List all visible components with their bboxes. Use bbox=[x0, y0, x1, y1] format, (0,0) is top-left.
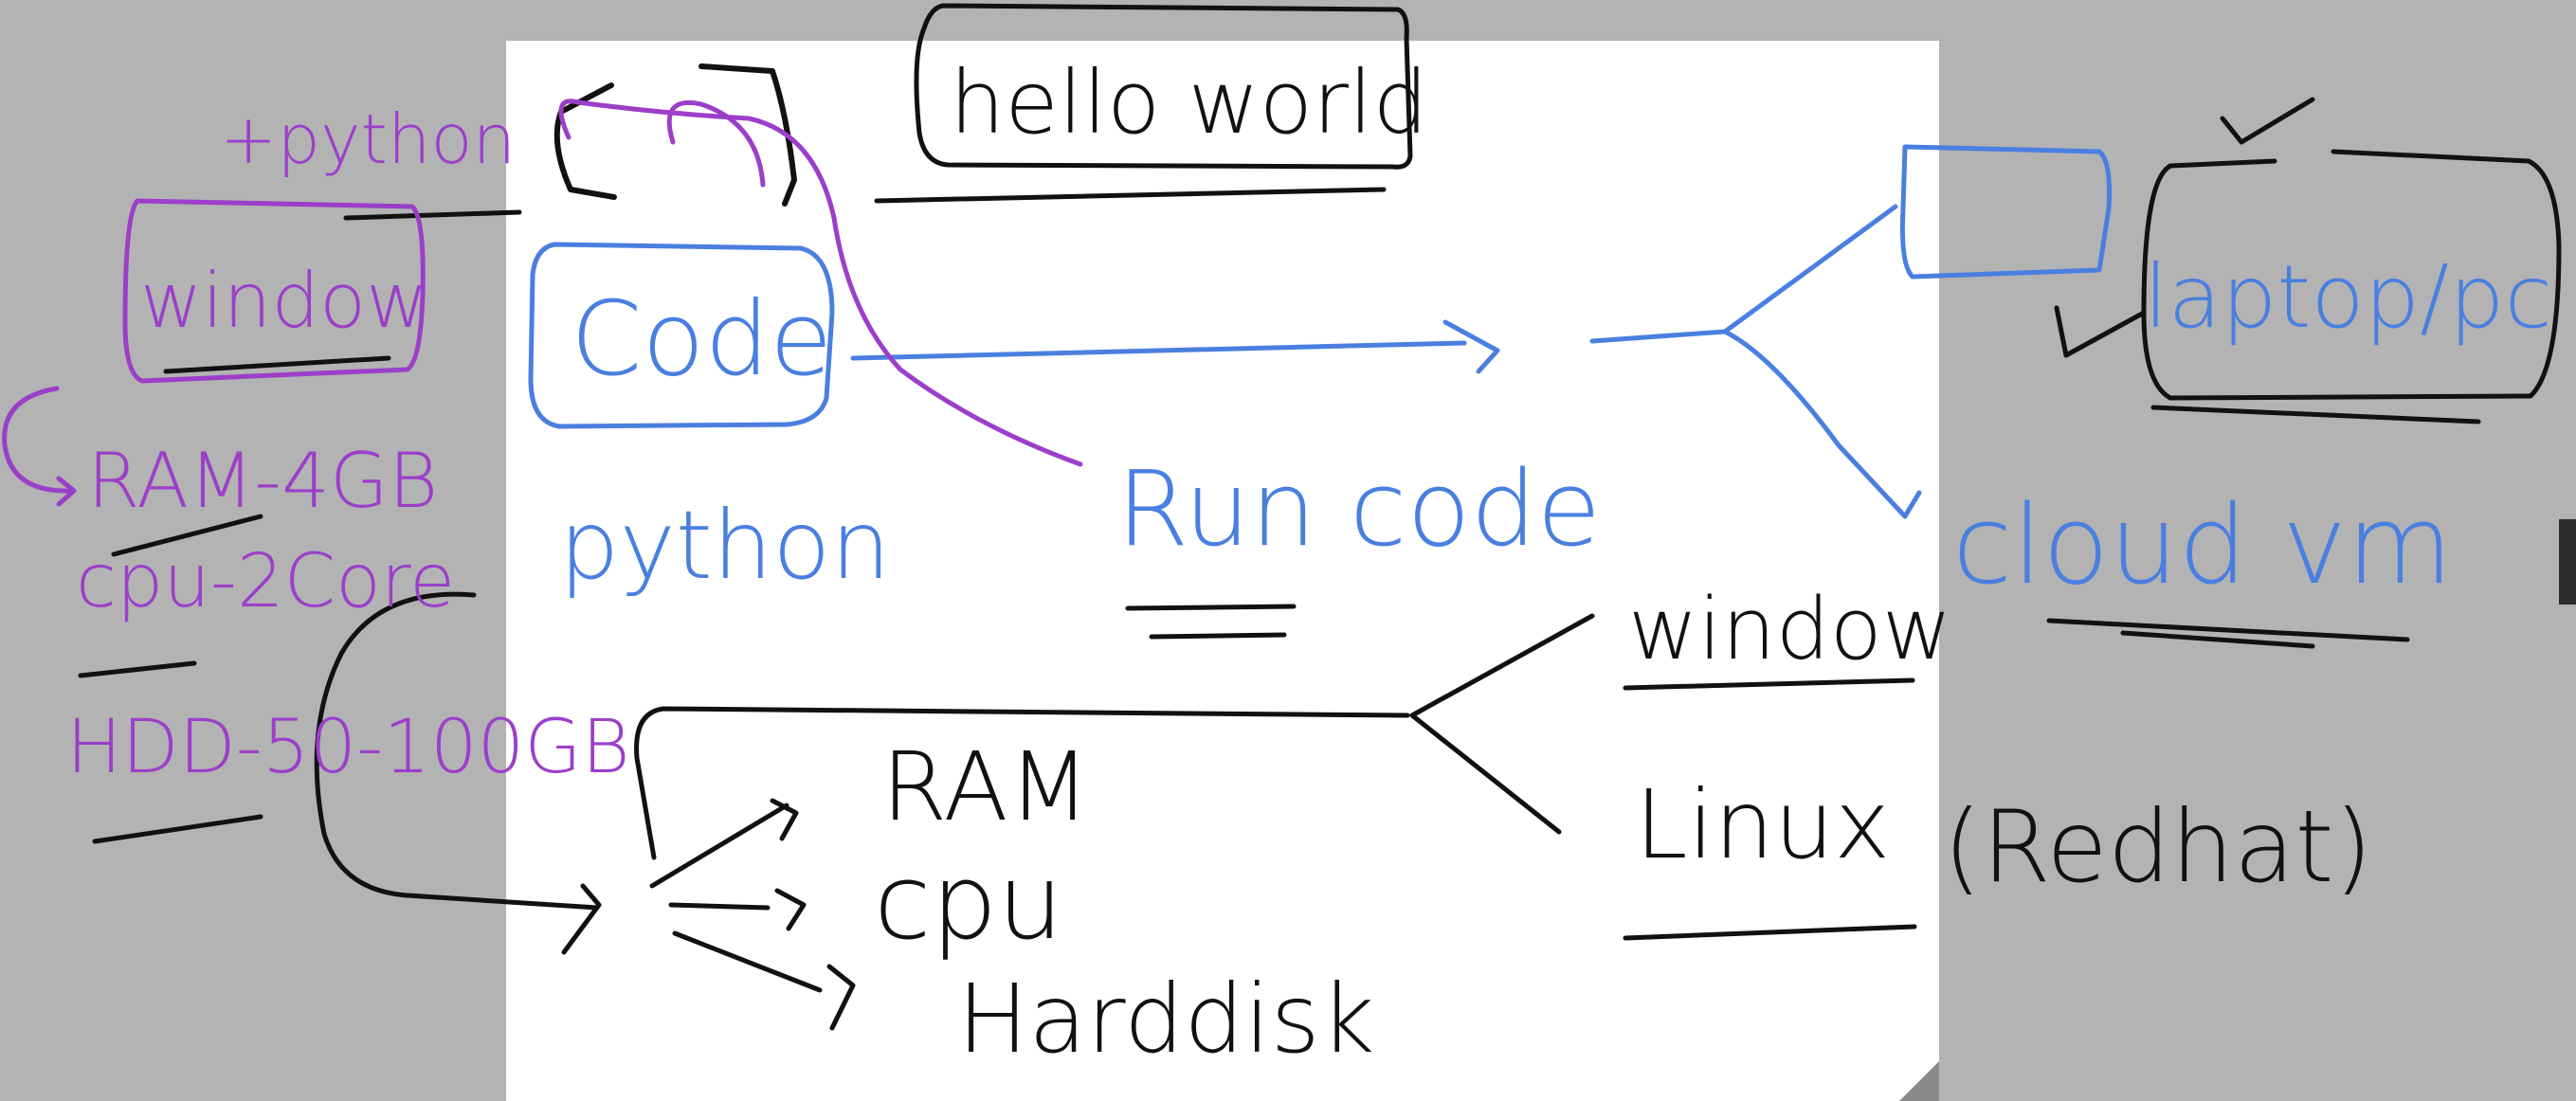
windows-link-line bbox=[343, 209, 522, 221]
hello-world-underline bbox=[874, 187, 1387, 204]
laptop-box bbox=[2141, 149, 2562, 401]
code-text: Code bbox=[571, 280, 833, 399]
hdd-spec-underline bbox=[92, 814, 263, 844]
python-text: python bbox=[559, 490, 891, 601]
hdd-spec-text: HDD-50-100GB bbox=[66, 705, 630, 790]
arrow-to-harddisk bbox=[672, 930, 856, 1031]
laptop-pc-text: laptop/pc bbox=[2144, 246, 2552, 348]
window-underline bbox=[1623, 677, 1915, 691]
ram-spec-text: RAM-4GB bbox=[87, 437, 438, 525]
laptop-side-tick bbox=[2054, 305, 2147, 358]
page-resize-corner[interactable] bbox=[1899, 1061, 1939, 1101]
cloud-vm-text: cloud vm bbox=[1952, 482, 2453, 609]
laptop-underline bbox=[2150, 405, 2481, 424]
linux-underline bbox=[1623, 924, 1917, 941]
os-fork bbox=[1409, 613, 1595, 835]
spec-brace bbox=[314, 591, 600, 911]
redhat-text: (Redhat) bbox=[1943, 789, 2372, 905]
windows-side-text: window bbox=[140, 257, 428, 345]
arrow-to-ram bbox=[649, 798, 799, 889]
windows-underline bbox=[163, 355, 391, 374]
laptop-blue-box bbox=[1899, 144, 2113, 280]
run-code-text: Run code bbox=[1116, 448, 1601, 569]
laptop-checkmark bbox=[2220, 97, 2315, 145]
cloud-underline bbox=[2046, 618, 2410, 649]
arrow-to-cpu bbox=[668, 888, 807, 931]
python-to-run-curve bbox=[558, 99, 1083, 467]
hello-world-box bbox=[914, 3, 1413, 170]
python-side-text: +python bbox=[220, 99, 516, 179]
ram-spec-underline bbox=[111, 514, 263, 557]
harddisk-text: Harddisk bbox=[957, 964, 1375, 1074]
run-code-underline bbox=[1125, 604, 1297, 640]
cpu-spec-underline bbox=[78, 660, 197, 678]
hardware-bracket bbox=[634, 706, 1410, 860]
spec-brace-arrow bbox=[561, 883, 602, 955]
python-loop bbox=[666, 99, 766, 188]
bracket-right bbox=[698, 63, 797, 207]
hello-world-text: hello world bbox=[950, 52, 1428, 153]
spec-arrow bbox=[2, 386, 77, 507]
code-box bbox=[528, 242, 835, 429]
scrollbar-handle[interactable] bbox=[2559, 519, 2576, 605]
cpu-text: cpu bbox=[874, 841, 1063, 963]
ram-text: RAM bbox=[881, 731, 1090, 842]
code-to-run-arrow bbox=[850, 319, 1500, 374]
cpu-spec-text: cpu-2Core bbox=[76, 539, 455, 624]
deploy-fork bbox=[1589, 204, 1922, 519]
windows-side-box bbox=[122, 198, 426, 384]
whiteboard-page[interactable] bbox=[506, 41, 1939, 1101]
window-text: window bbox=[1628, 580, 1951, 679]
linux-text: Linux bbox=[1635, 769, 1890, 880]
